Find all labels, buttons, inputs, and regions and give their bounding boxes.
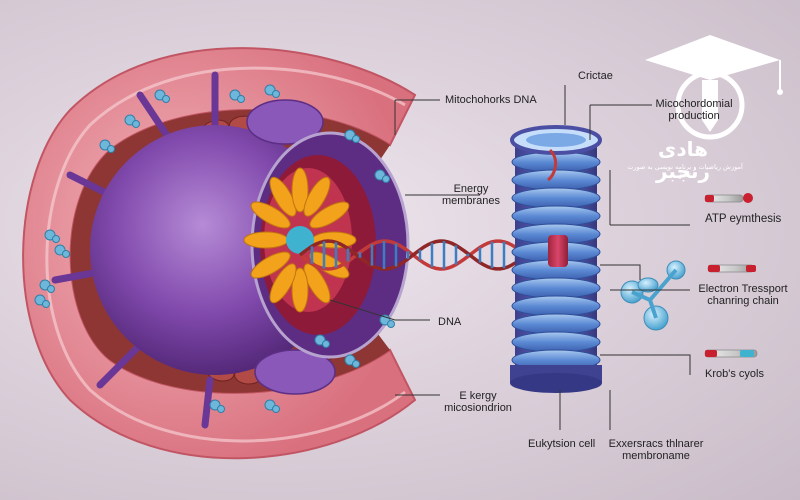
brand-logo — [630, 30, 790, 180]
protein-molecules — [34, 84, 395, 413]
label-electron-transport: Electron Tressport chanring chain — [698, 283, 788, 307]
label-energy-membranes: Energy membranes — [441, 183, 501, 207]
indicator-tubes — [704, 193, 758, 358]
matrix-core — [286, 226, 314, 254]
transport-molecules — [620, 260, 686, 331]
label-mitochondrial-dna: Mitochohorks DNA — [445, 94, 537, 106]
label-membrane: Exxersracs thlnarer membroname — [608, 438, 704, 462]
label-energy-mitochondrion: E kergy micosiondrion — [444, 390, 512, 414]
label-dna: DNA — [438, 316, 462, 328]
brand-name: هادی رنجبر — [655, 137, 711, 183]
leader-lines — [329, 85, 691, 430]
label-production: Micochordomial production — [655, 98, 733, 122]
label-cristae: Crictae — [578, 70, 613, 82]
brand-tagline: آموزش ریاضیات و برنامه نویسی به صورت عمی… — [627, 163, 743, 179]
label-eukaryotic-cell: Eukytsion cell — [528, 438, 596, 450]
graduation-cap-icon — [645, 35, 783, 140]
label-atp-synthesis: ATP eymthesis — [705, 213, 782, 225]
cristae-stack — [510, 125, 602, 393]
label-krebs-cycle: Krob's cyols — [705, 368, 764, 380]
